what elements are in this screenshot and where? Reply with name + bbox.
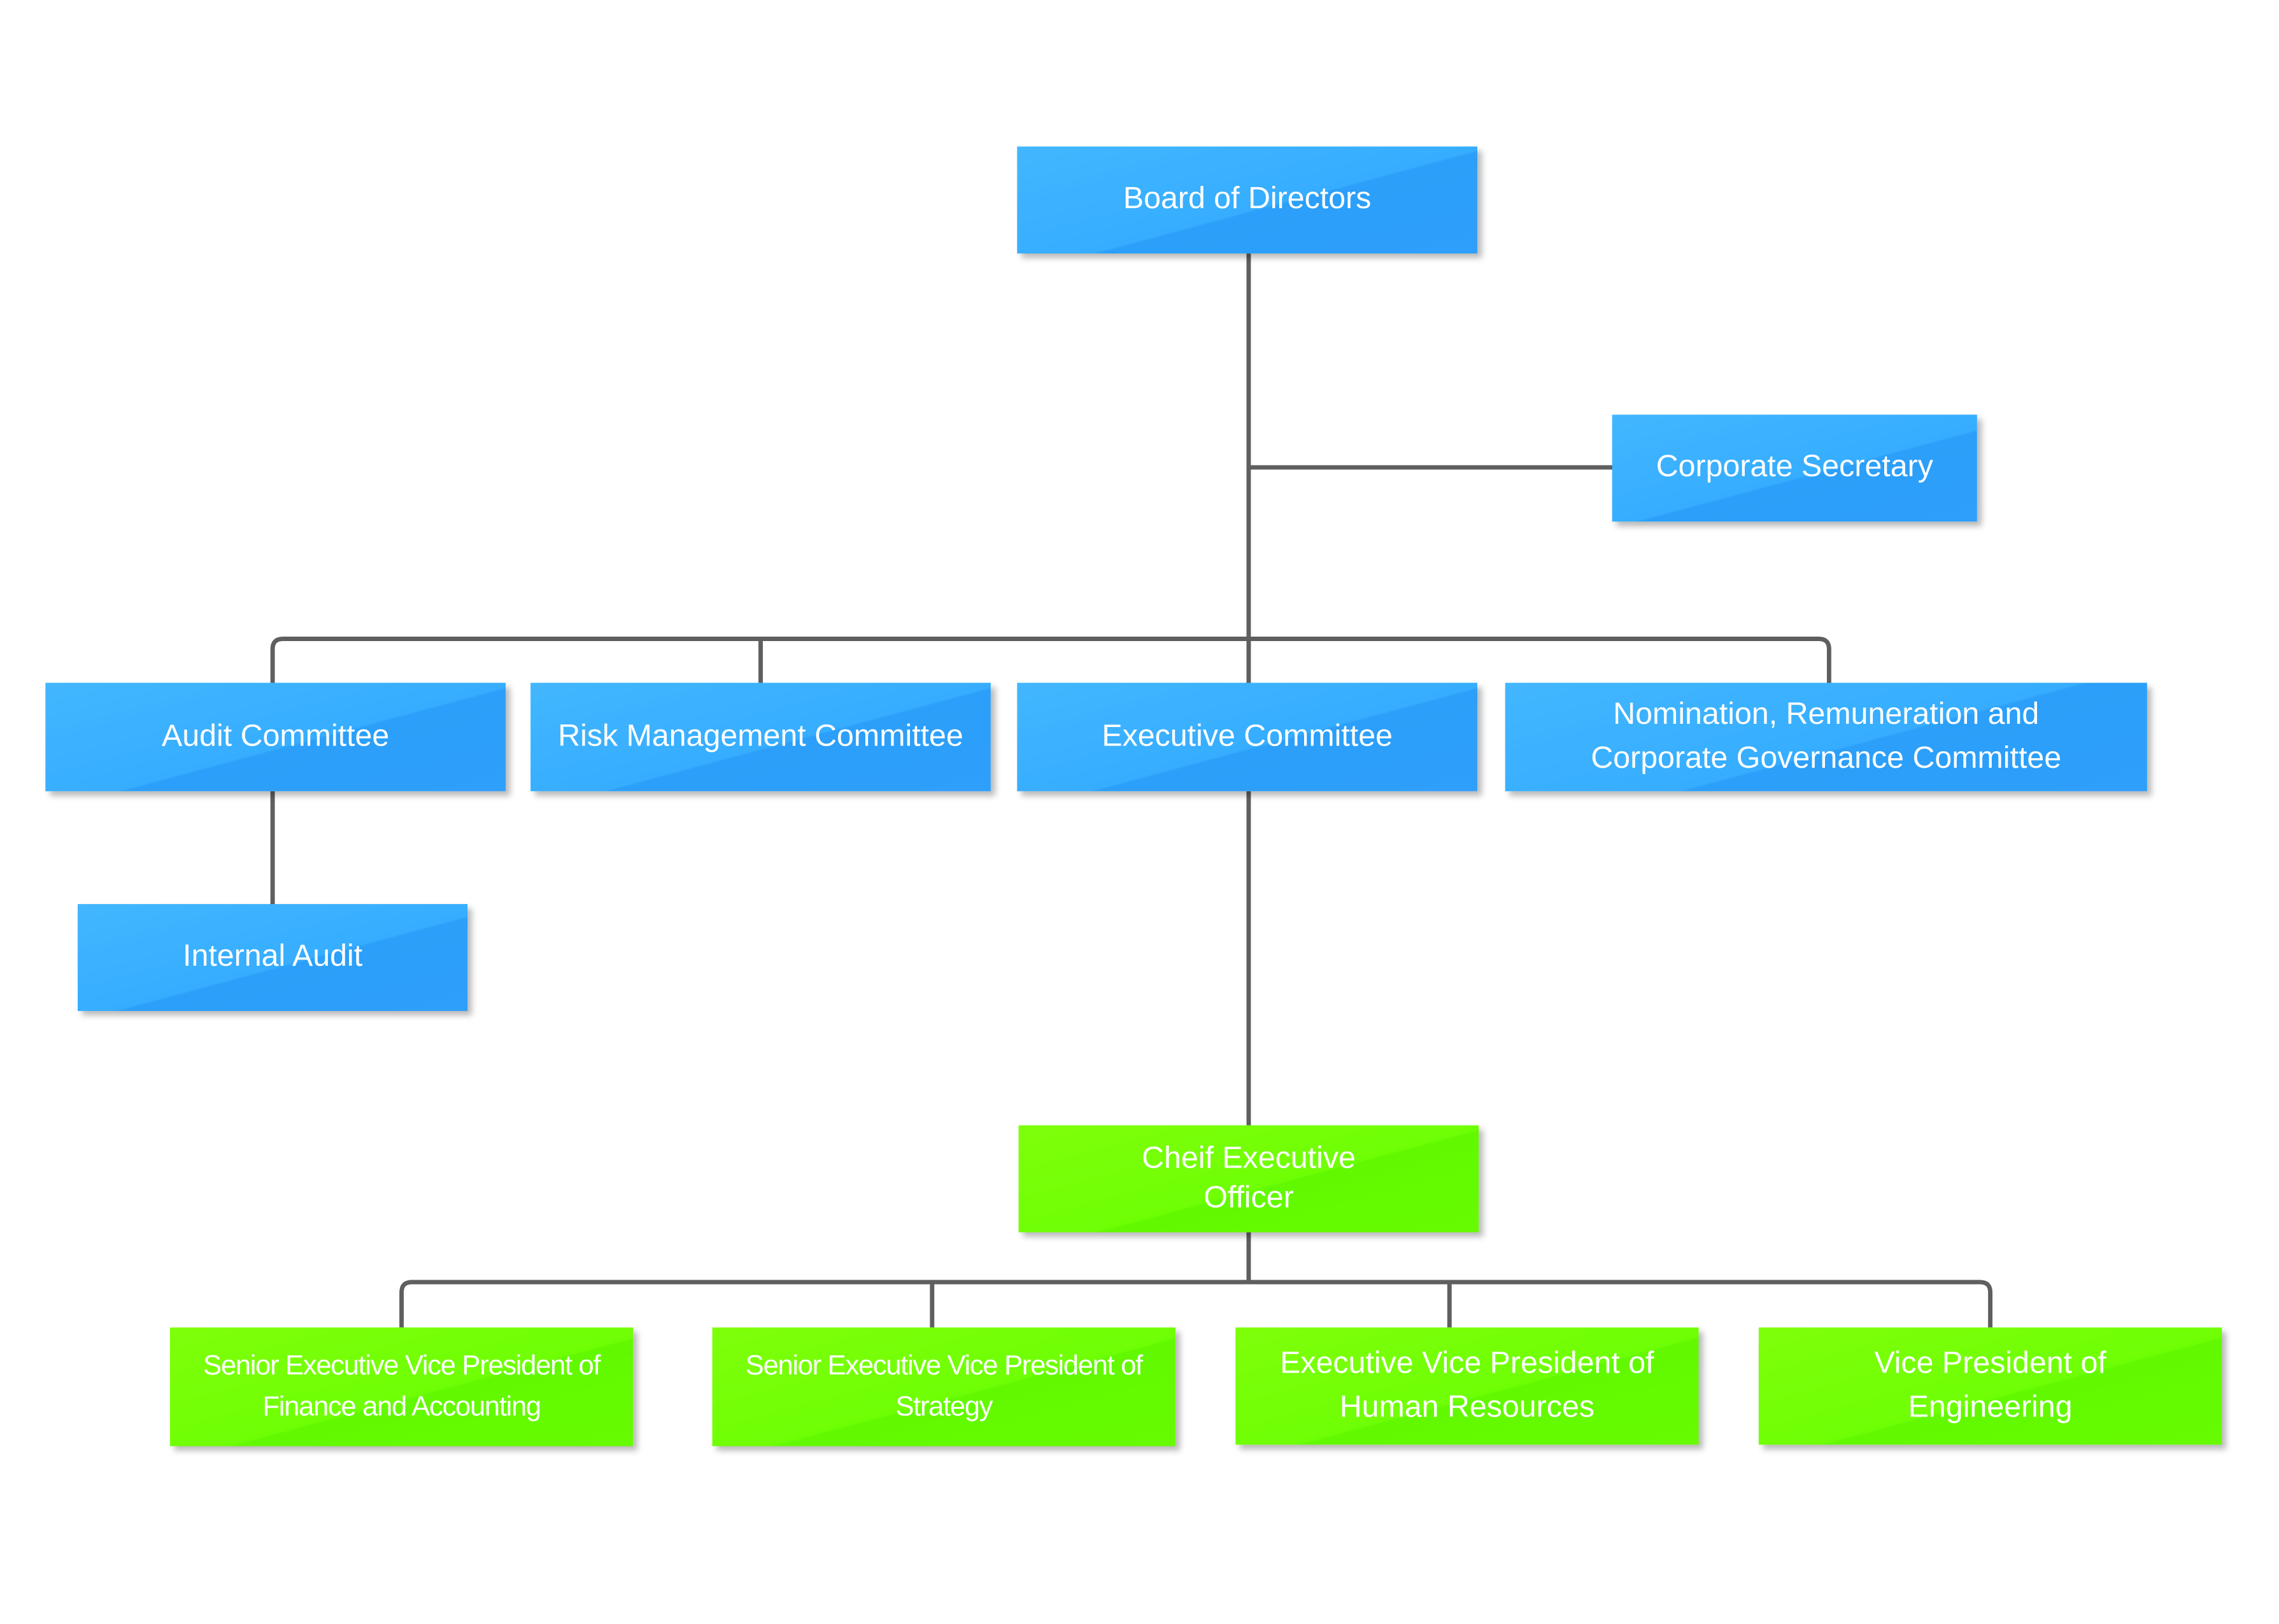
board-of-directors-box: Board of Directors: [1017, 146, 1478, 254]
evp-hr-box: Executive Vice President of Human Resour…: [1235, 1327, 1699, 1445]
corporate-secretary-box: Corporate Secretary: [1612, 414, 1977, 522]
vp-engineering-box: Vice President of Engineering: [1758, 1327, 2222, 1445]
executive-committee-box: Executive Committee: [1017, 682, 1478, 791]
nomination-committee-box: Nomination, Remuneration and Corporate G…: [1505, 682, 2147, 791]
risk-management-committee-box: Risk Management Committee: [530, 682, 991, 791]
connector-committees: [270, 637, 1831, 683]
audit-committee-box: Audit Committee: [45, 682, 506, 791]
connector-executives: [399, 1280, 1993, 1328]
sevp-finance-box: Senior Executive Vice President of Finan…: [169, 1327, 634, 1446]
ceo-box: Cheif Executive Officer: [1018, 1125, 1479, 1232]
sevp-strategy-box: Senior Executive Vice President of Strat…: [712, 1327, 1175, 1446]
internal-audit-box: Internal Audit: [77, 904, 468, 1012]
